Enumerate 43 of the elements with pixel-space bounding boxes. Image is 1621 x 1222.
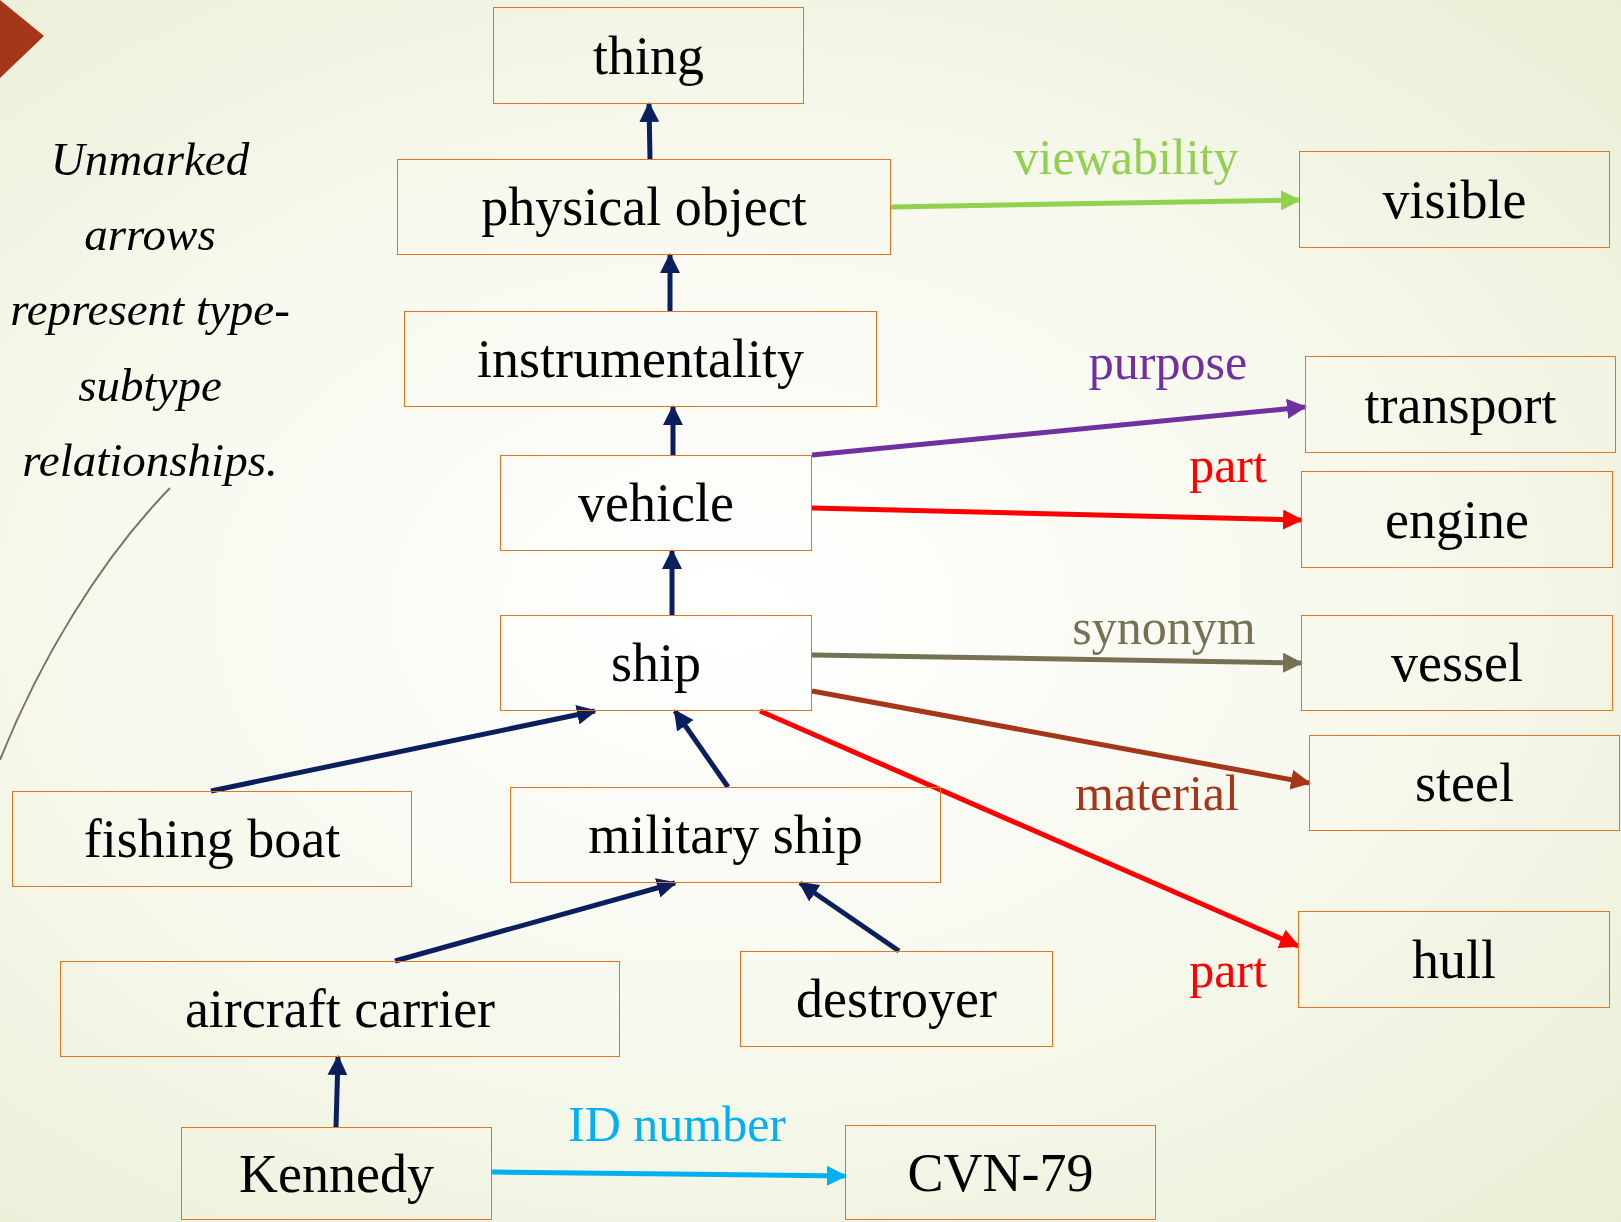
concept-box [845,1125,1156,1220]
concept-label: visible [1382,172,1527,227]
arrow [798,880,901,954]
concept-box [1309,735,1620,831]
concept-box [12,791,412,887]
concept-label: CVN-79 [907,1145,1094,1200]
concept-box [1301,471,1613,568]
concept-box [1301,615,1613,711]
concept-box [404,311,877,407]
arrow [491,1165,847,1186]
arrow [890,190,1301,211]
arrow [210,704,597,794]
arrow [663,405,683,455]
concept-box [397,159,891,255]
arrow [811,505,1303,530]
concept-label: aircraft carrier [184,982,496,1036]
arrow [639,102,660,160]
concept-box [60,961,620,1057]
concept-box [1298,911,1610,1008]
concept-box [510,787,941,883]
concept-box [1305,356,1616,453]
arrow [672,709,731,789]
concept-box [181,1127,492,1220]
concept-label: vessel [1391,636,1523,690]
arrow [662,549,682,615]
arrow [660,253,680,311]
arrow [811,688,1311,790]
arrow [327,1055,348,1128]
edge-label: material [1075,768,1239,818]
note-text: Unmarked arrows represent type-subtype relationships. [9,132,291,488]
concept-box [740,951,1053,1047]
arrow [759,708,1300,949]
concept-label: steel [1415,756,1514,810]
concept-label: vehicle [578,476,734,530]
arrow [811,652,1303,673]
concept-box [1299,151,1610,248]
concept-label: hull [1412,932,1496,987]
edge-label: ID number [568,1099,786,1149]
concept-box [500,615,812,711]
arrow [811,398,1307,458]
concept-box [493,7,804,104]
concept-box [500,455,812,551]
arrow [394,878,677,964]
